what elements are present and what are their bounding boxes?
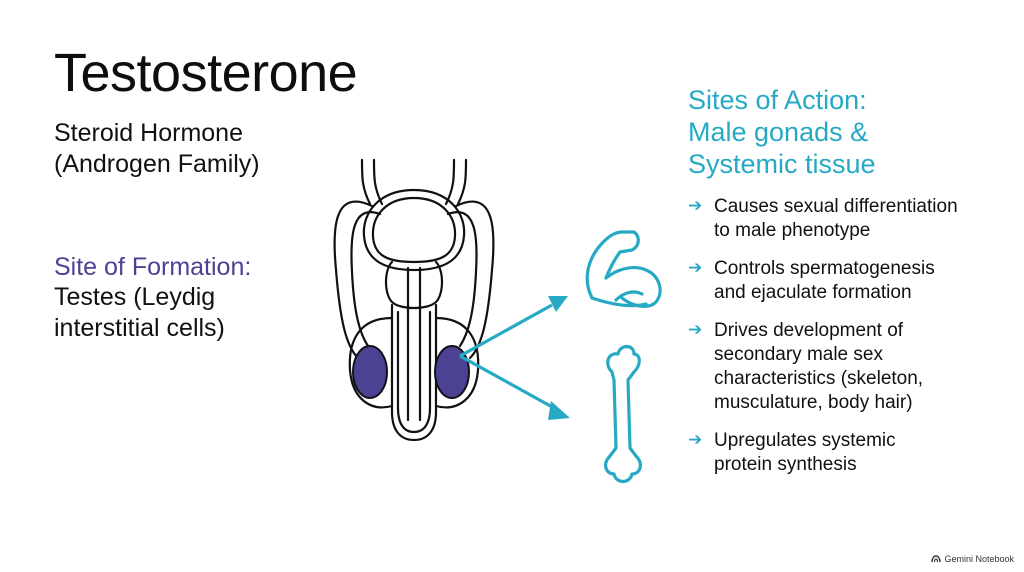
right-arrow-icon: ➔ — [688, 320, 703, 339]
bullet-line: characteristics (skeleton, — [714, 368, 924, 389]
action-heading-line: Sites of Action: — [688, 85, 867, 115]
action-bullet: ➔ Upregulates systemic protein synthesis — [688, 429, 1008, 477]
right-arrow-icon: ➔ — [688, 430, 703, 449]
bullet-line: to male phenotype — [714, 220, 871, 241]
watermark: Gemini Notebook — [931, 554, 1014, 564]
bullet-text: Upregulates systemic protein synthesis — [714, 429, 1008, 477]
bullet-line: Controls spermatogenesis — [714, 258, 935, 279]
notebook-logo-icon — [931, 555, 942, 563]
right-arrow-icon: ➔ — [688, 258, 703, 277]
watermark-text: Gemini Notebook — [944, 554, 1014, 564]
arrow-to-muscle — [459, 296, 568, 358]
bullet-line: Upregulates systemic — [714, 430, 896, 451]
bullet-text: Drives development of secondary male sex… — [714, 319, 1008, 415]
formation-heading: Site of Formation: — [54, 253, 252, 281]
action-bullet: ➔ Drives development of secondary male s… — [688, 319, 1008, 415]
subtitle-line: Steroid Hormone — [54, 119, 243, 147]
action-heading-line: Male gonads & — [688, 117, 869, 147]
bullet-text: Controls spermatogenesis and ejaculate f… — [714, 257, 1008, 305]
subtitle: Steroid Hormone (Androgen Family) — [54, 118, 260, 180]
right-arrow-icon: ➔ — [688, 196, 703, 215]
formation-line: Testes (Leydig — [54, 283, 216, 311]
action-heading-line: Systemic tissue — [688, 149, 876, 179]
bone-icon — [604, 344, 642, 484]
left-testis — [352, 345, 388, 399]
action-bullet-list: ➔ Causes sexual differentiation to male … — [688, 195, 1008, 491]
right-testis — [434, 345, 470, 399]
formation-text: Testes (Leydig interstitial cells) — [54, 282, 225, 344]
arrow-to-bone — [459, 354, 570, 420]
page-title: Testosterone — [54, 43, 358, 103]
bullet-line: secondary male sex — [714, 344, 883, 365]
sites-of-action-heading: Sites of Action: Male gonads & Systemic … — [688, 84, 876, 180]
subtitle-line: (Androgen Family) — [54, 150, 260, 178]
male-reproductive-anatomy-illustration — [333, 158, 495, 442]
flexed-arm-muscle-icon — [585, 230, 662, 308]
bullet-line: Causes sexual differentiation — [714, 196, 958, 217]
bullet-line: protein synthesis — [714, 454, 857, 475]
bullet-line: and ejaculate formation — [714, 282, 912, 303]
formation-line: interstitial cells) — [54, 314, 225, 342]
action-bullet: ➔ Causes sexual differentiation to male … — [688, 195, 1008, 243]
bullet-line: musculature, body hair) — [714, 392, 913, 413]
action-bullet: ➔ Controls spermatogenesis and ejaculate… — [688, 257, 1008, 305]
bullet-text: Causes sexual differentiation to male ph… — [714, 195, 1008, 243]
bullet-line: Drives development of — [714, 320, 904, 341]
